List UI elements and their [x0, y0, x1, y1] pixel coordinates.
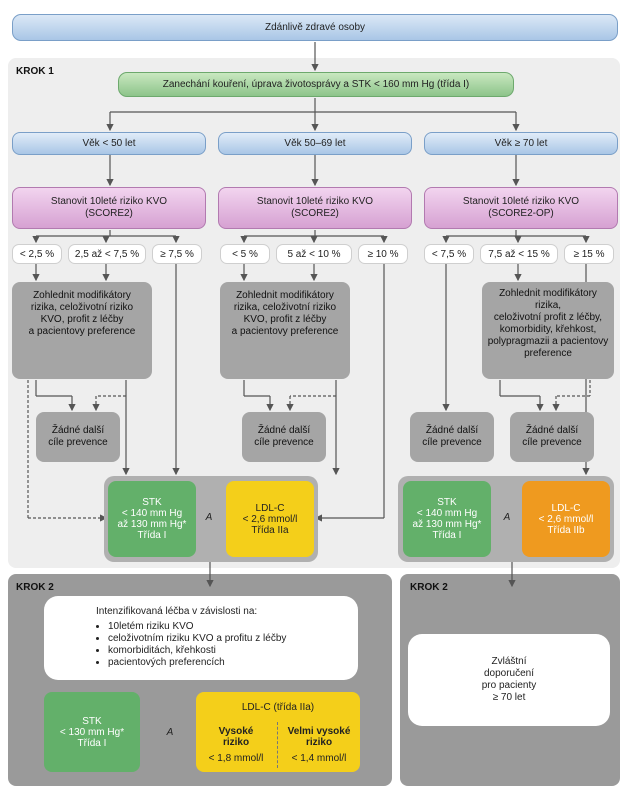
age-label: Věk 50–69 let: [284, 138, 346, 149]
top-population-box: Zdánlivě zdravé osoby: [12, 14, 618, 41]
intensified-list: 10letém riziku KVO celoživotním riziku K…: [96, 621, 358, 669]
list-item: komorbiditách, křehkosti: [108, 645, 358, 657]
stk-target-right: STK < 140 mm Hg až 130 mm Hg* Třída I: [403, 481, 491, 557]
stk-target-left: STK < 140 mm Hg až 130 mm Hg* Třída I: [108, 481, 196, 557]
threshold-high-col2: ≥ 10 %: [358, 244, 408, 264]
list-item: pacientových preferencích: [108, 657, 358, 669]
threshold-mid-col2: 5 až < 10 %: [276, 244, 352, 264]
and-connector-step2: A: [166, 726, 174, 738]
intensified-title: Intenzifikovaná léčba v závislosti na:: [96, 606, 258, 617]
modifiers-box-col1: Zohlednit modifikátory rizika, celoživot…: [12, 282, 152, 379]
step1-label: KROK 1: [16, 66, 54, 77]
ldl-intensified-title: LDL-C (třída IIa): [241, 702, 315, 713]
and-connector-right: A: [503, 511, 511, 523]
lifestyle-label: Zanechání kouření, úprava životosprávy a…: [162, 79, 470, 90]
no-prevention-col1: Žádné další cíle prevence: [36, 412, 120, 462]
no-prevention-col3b: Žádné další cíle prevence: [510, 412, 594, 462]
risk-box-col1: Stanovit 10leté riziko KVO (SCORE2): [12, 187, 206, 229]
age-label: Věk ≥ 70 let: [494, 138, 548, 149]
risk-box-col3: Stanovit 10leté riziko KVO (SCORE2-OP): [424, 187, 618, 229]
ldl-intensified-box: LDL-C (třída IIa) Vysoké riziko < 1,8 mm…: [196, 692, 360, 772]
ldl-target-left: LDL-C < 2,6 mmol/l Třída IIa: [226, 481, 314, 557]
threshold-high-col3: ≥ 15 %: [564, 244, 614, 264]
modifiers-box-col2: Zohlednit modifikátory rizika, celoživot…: [220, 282, 350, 379]
age-box-50-69: Věk 50–69 let: [218, 132, 412, 155]
age-box-under-50: Věk < 50 let: [12, 132, 206, 155]
age-label: Věk < 50 let: [82, 138, 136, 149]
step2-right-label: KROK 2: [410, 582, 448, 593]
ldl-very-high-risk-title: Velmi vysoké riziko: [287, 726, 351, 748]
ldl-target-right: LDL-C < 2,6 mmol/l Třída IIb: [522, 481, 610, 557]
special-recommendations-box: Zvláštní doporučení pro pacienty ≥ 70 le…: [408, 634, 610, 726]
ldl-very-high-risk-value: < 1,4 mmol/l: [291, 753, 347, 764]
no-prevention-col3a: Žádné další cíle prevence: [410, 412, 494, 462]
ldl-high-risk-value: < 1,8 mmol/l: [208, 753, 264, 764]
step2-left-label: KROK 2: [16, 582, 54, 593]
threshold-low-col3: < 7,5 %: [424, 244, 474, 264]
list-item: celoživotním riziku KVO a profitu z léčb…: [108, 633, 358, 645]
threshold-low-col2: < 5 %: [220, 244, 270, 264]
threshold-high-col1: ≥ 7,5 %: [152, 244, 202, 264]
stk-intensified: STK < 130 mm Hg* Třída I: [44, 692, 140, 772]
risk-box-col2: Stanovit 10leté riziko KVO (SCORE2): [218, 187, 412, 229]
ldl-high-risk-title: Vysoké riziko: [218, 726, 254, 748]
threshold-mid-col1: 2,5 až < 7,5 %: [68, 244, 146, 264]
list-item: 10letém riziku KVO: [108, 621, 358, 633]
lifestyle-box: Zanechání kouření, úprava životosprávy a…: [118, 72, 514, 97]
threshold-low-col1: < 2,5 %: [12, 244, 62, 264]
intensified-treatment-box: Intenzifikovaná léčba v závislosti na: 1…: [44, 596, 358, 680]
ldl-divider: [277, 722, 278, 768]
top-population-label: Zdánlivě zdravé osoby: [264, 22, 366, 33]
and-connector-left: A: [205, 511, 213, 523]
no-prevention-col2: Žádné další cíle prevence: [242, 412, 326, 462]
threshold-mid-col3: 7,5 až < 15 %: [480, 244, 558, 264]
modifiers-box-col3: Zohlednit modifikátory rizika, celoživot…: [482, 282, 614, 379]
age-box-70-plus: Věk ≥ 70 let: [424, 132, 618, 155]
